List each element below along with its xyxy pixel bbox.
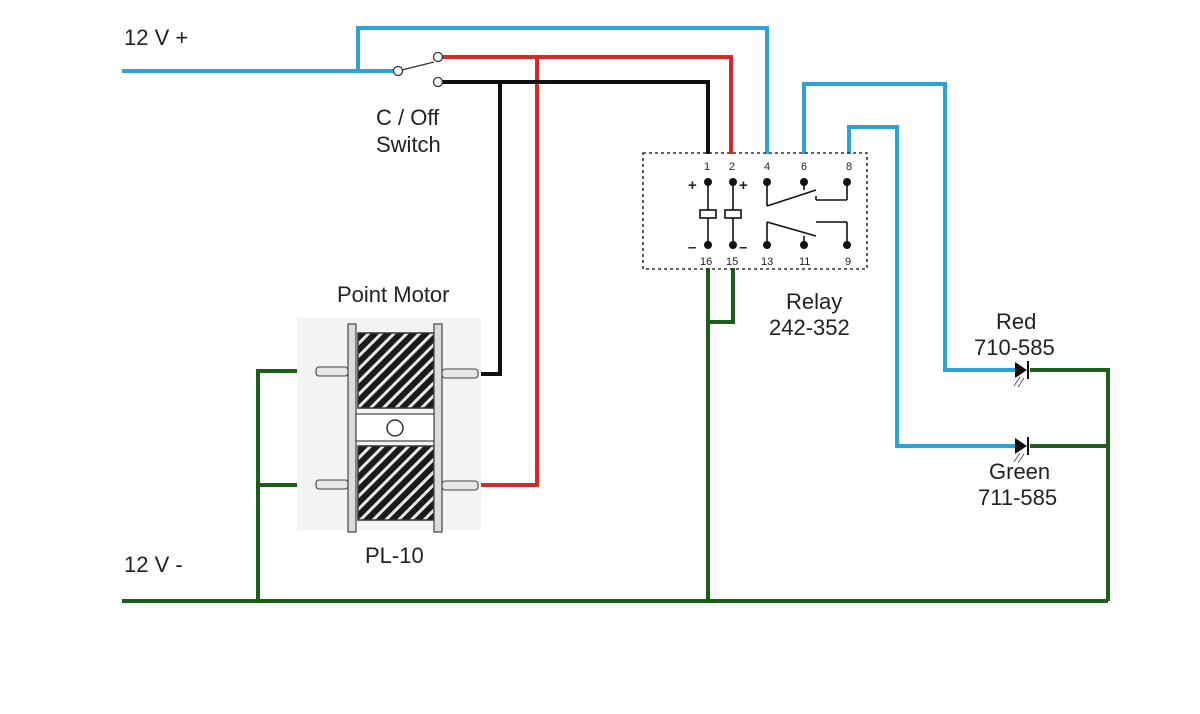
switch-lever <box>401 61 435 71</box>
relay-pin-label: 1 <box>704 161 710 173</box>
motor-frame-left <box>347 323 357 533</box>
green-led-name: Green <box>989 459 1050 484</box>
switch-to-motor-black-wire <box>437 80 710 376</box>
relay-pin-label: 9 <box>845 256 851 268</box>
red-led-name: Red <box>996 309 1036 334</box>
relay-pin-label: 4 <box>764 161 770 173</box>
relay-pin-label: 2 <box>729 161 735 173</box>
supply-positive-label: 12 V + <box>124 25 188 50</box>
supply-negative-label: 12 V - <box>124 552 183 577</box>
led-ground-wire <box>1030 368 1110 601</box>
red-led <box>1013 361 1029 388</box>
switch-common-terminal <box>392 65 404 77</box>
relay-coils <box>699 182 742 245</box>
coil1-minus-sign: – <box>688 239 696 256</box>
relay-pin-label: 8 <box>846 161 852 173</box>
switch-terminal-lower <box>432 76 444 88</box>
switch-terminal-upper <box>432 51 444 63</box>
relay-pin6-to-red-led-wire <box>802 82 1015 372</box>
coil1-plus-sign: + <box>688 177 697 194</box>
switch-to-relay-pin4-wire <box>356 26 769 154</box>
coil2-plus-sign: + <box>739 177 748 194</box>
motor-upper-coil <box>357 332 435 409</box>
motor-frame-right <box>433 323 443 533</box>
motor-model: PL-10 <box>365 543 424 568</box>
switch-label-line2: Switch <box>376 132 441 157</box>
relay: 1 2 4 6 8 16 15 13 11 9 + + – – <box>642 152 868 270</box>
on-off-switch[interactable] <box>392 51 444 88</box>
relay-model: 242-352 <box>769 315 850 340</box>
relay-pin-dots <box>704 178 851 249</box>
positive-wires <box>122 26 1015 448</box>
relay-ground-wire <box>706 268 735 601</box>
relay-contacts <box>766 182 848 245</box>
relay-pin-label: 15 <box>726 256 738 268</box>
switch-label-line1: C / Off <box>376 105 440 130</box>
relay-pin-label: 13 <box>761 256 773 268</box>
relay-pin-label: 6 <box>801 161 807 173</box>
relay-pin-label: 11 <box>799 256 810 268</box>
green-led <box>1013 437 1029 464</box>
relay-pin-label: 16 <box>700 256 712 268</box>
switch-to-motor-red-wire <box>437 55 733 487</box>
negative-wires <box>122 268 1110 603</box>
relay-title: Relay <box>786 289 842 314</box>
red-led-part: 710-585 <box>974 335 1055 360</box>
point-motor <box>297 318 481 533</box>
motor-lower-coil <box>357 445 435 521</box>
green-led-part: 711-585 <box>978 485 1057 510</box>
motor-terminals <box>315 366 479 491</box>
coil2-minus-sign: – <box>739 239 747 256</box>
relay-outline <box>642 152 868 270</box>
relay-pin8-to-green-led-wire <box>847 125 1015 448</box>
motor-center-pin <box>386 419 404 437</box>
motor-title: Point Motor <box>337 282 450 307</box>
